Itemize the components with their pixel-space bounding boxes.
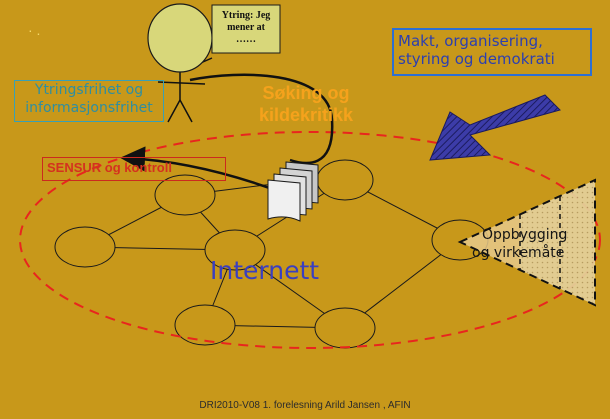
network-node [316, 159, 374, 201]
corner-marks: · . [28, 22, 41, 38]
label-oppbygging: Oppbygging og virkemåte [472, 226, 592, 262]
structure-triangle [457, 178, 596, 307]
label-soking: Søking og kildekritikk [228, 82, 384, 126]
influence-arrow [429, 94, 561, 161]
network-node [54, 226, 116, 268]
speech-line-2: mener at [227, 22, 265, 33]
slide-footer: DRI2010-V08 1. forelesning Arild Jansen … [199, 400, 411, 411]
flow-arrow-upper [189, 73, 334, 165]
network-node [154, 174, 216, 216]
speech-text: Ytring: Jeg mener at …… [212, 10, 280, 46]
label-oppbygging-line-1: Oppbygging [482, 227, 568, 243]
label-internett: Internett [210, 256, 320, 285]
label-makt-line-1: Makt, organisering, [398, 32, 543, 50]
person-head-icon [147, 3, 213, 73]
flow-arrow-lower [120, 146, 276, 192]
network-node [174, 304, 236, 346]
internet-boundary [19, 131, 601, 349]
document-stack-icon [267, 161, 319, 222]
speech-line-3: …… [236, 34, 256, 45]
label-oppbygging-line-2: og virkemåte [472, 245, 565, 261]
label-makt-line-2: styring og demokrati [398, 50, 555, 68]
network-node [314, 307, 376, 349]
label-ytringsfrihet: Ytringsfrihet og informasjonsfrihet [14, 80, 164, 122]
label-makt: Makt, organisering, styring og demokrati [392, 28, 592, 76]
speech-bubble [211, 4, 281, 54]
speech-line-1: Ytring: Jeg [221, 10, 271, 21]
label-sensur: SENSUR og kontroll [42, 157, 226, 181]
label-soking-line-2: kildekritikk [258, 105, 354, 125]
label-ytringsfrihet-line-2: informasjonsfrihet [25, 100, 153, 116]
network-node [204, 229, 266, 271]
network-nodes [54, 159, 489, 349]
label-ytringsfrihet-line-1: Ytringsfrihet og [34, 82, 144, 98]
label-soking-line-1: Søking og [262, 83, 350, 103]
